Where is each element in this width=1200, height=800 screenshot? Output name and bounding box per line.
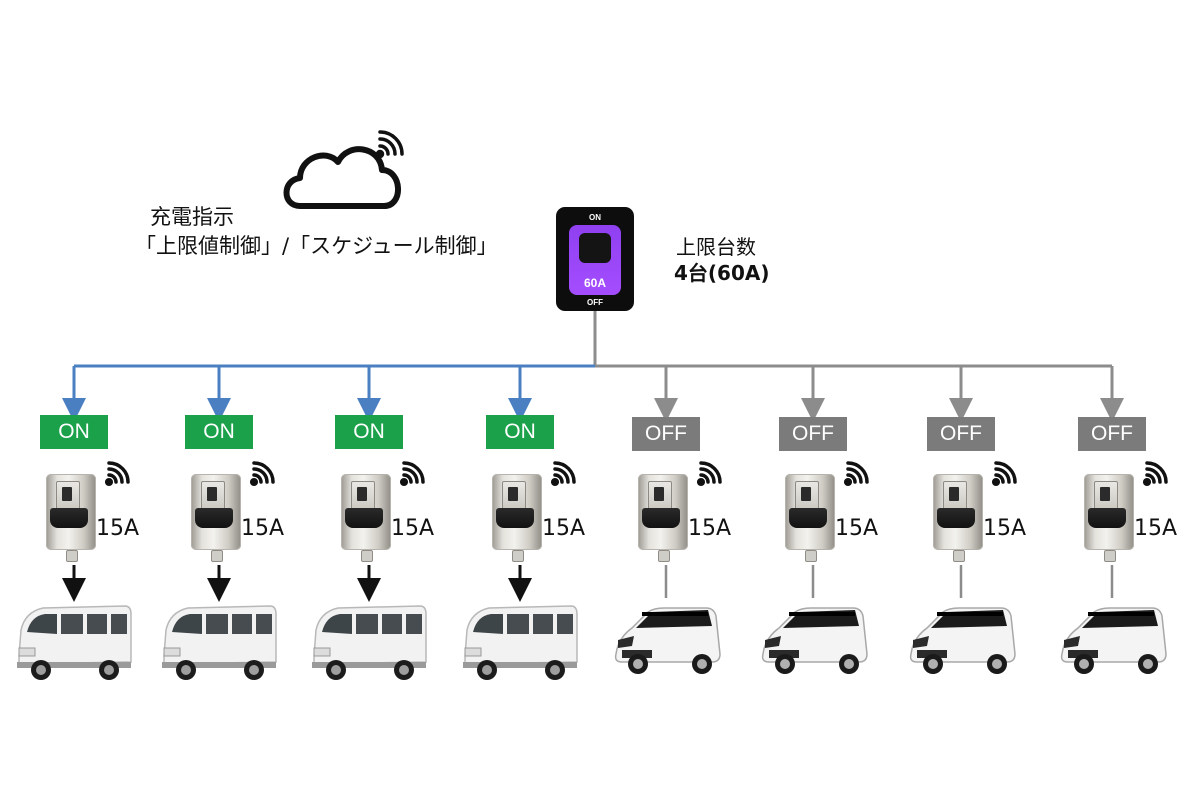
charger-unit-1 xyxy=(46,474,96,562)
wifi-signal-icon xyxy=(991,461,1017,487)
cloud-icon xyxy=(283,146,401,209)
kei-car-icon xyxy=(608,600,724,682)
breaker-toggle: 60A xyxy=(569,225,621,295)
charger-status-badge-8: OFF xyxy=(1078,417,1146,451)
charger-socket-cover xyxy=(937,508,975,528)
limit-count-title: 上限台数 xyxy=(676,235,756,259)
van-icon xyxy=(459,600,581,688)
cable-gland xyxy=(512,550,524,562)
charger-socket-cover xyxy=(50,508,88,528)
charger-unit-2 xyxy=(191,474,241,562)
charger-ampere-label-1: 15A xyxy=(96,516,140,541)
cable-gland xyxy=(1104,550,1116,562)
main-breaker-switch: ON 60A OFF xyxy=(556,207,634,311)
charger-unit-5 xyxy=(638,474,688,562)
control-modes-label: 「上限値制御」/「スケジュール制御」 xyxy=(135,234,498,258)
charger-status-badge-3: ON xyxy=(335,415,403,449)
kei-car-icon xyxy=(903,600,1019,682)
charger-ampere-label-6: 15A xyxy=(835,516,879,541)
cable-gland xyxy=(66,550,78,562)
charger-ampere-label-5: 15A xyxy=(688,516,732,541)
breaker-knob xyxy=(579,233,611,263)
charger-socket-cover xyxy=(195,508,233,528)
van-icon xyxy=(308,600,430,688)
wifi-signal-icon xyxy=(550,461,576,487)
wifi-signal-icon xyxy=(843,461,869,487)
wifi-signal-icon xyxy=(696,461,722,487)
charger-status-badge-4: ON xyxy=(486,415,554,449)
charger-ampere-label-7: 15A xyxy=(983,516,1027,541)
cable-gland xyxy=(658,550,670,562)
cable-gland xyxy=(953,550,965,562)
cable-gland xyxy=(211,550,223,562)
limit-count-value: 4台(60A) xyxy=(674,261,770,285)
charger-ampere-label-8: 15A xyxy=(1134,516,1178,541)
charger-ampere-label-2: 15A xyxy=(241,516,285,541)
van-icon xyxy=(13,600,135,688)
charger-display xyxy=(795,481,819,513)
charger-unit-3 xyxy=(341,474,391,562)
cable-gland xyxy=(361,550,373,562)
charger-ampere-label-3: 15A xyxy=(391,516,435,541)
wifi-signal-icon xyxy=(249,461,275,487)
charger-status-badge-1: ON xyxy=(40,415,108,449)
charger-socket-cover xyxy=(789,508,827,528)
wifi-signal-icon xyxy=(104,461,130,487)
cable-gland xyxy=(805,550,817,562)
charger-display xyxy=(648,481,672,513)
charger-status-badge-7: OFF xyxy=(927,417,995,451)
charger-socket-cover xyxy=(1088,508,1126,528)
charger-unit-7 xyxy=(933,474,983,562)
kei-car-icon xyxy=(755,600,871,682)
charge-instruction-title: 充電指示 xyxy=(150,205,234,229)
charger-socket-cover xyxy=(496,508,534,528)
charger-socket-cover xyxy=(345,508,383,528)
breaker-off-label: OFF xyxy=(587,298,603,307)
kei-car-icon xyxy=(1054,600,1170,682)
charger-status-badge-2: ON xyxy=(185,415,253,449)
charger-unit-8 xyxy=(1084,474,1134,562)
charger-status-badge-6: OFF xyxy=(779,417,847,451)
charger-unit-4 xyxy=(492,474,542,562)
breaker-ampere: 60A xyxy=(583,276,606,290)
van-icon xyxy=(158,600,280,688)
wifi-signal-icon xyxy=(399,461,425,487)
charger-unit-6 xyxy=(785,474,835,562)
charger-status-badge-5: OFF xyxy=(632,417,700,451)
charger-display xyxy=(56,481,80,513)
wifi-signal-icon xyxy=(1142,461,1168,487)
wifi-signal-icon xyxy=(375,130,404,159)
breaker-on-label: ON xyxy=(589,213,601,222)
charger-socket-cover xyxy=(642,508,680,528)
charger-ampere-label-4: 15A xyxy=(542,516,586,541)
